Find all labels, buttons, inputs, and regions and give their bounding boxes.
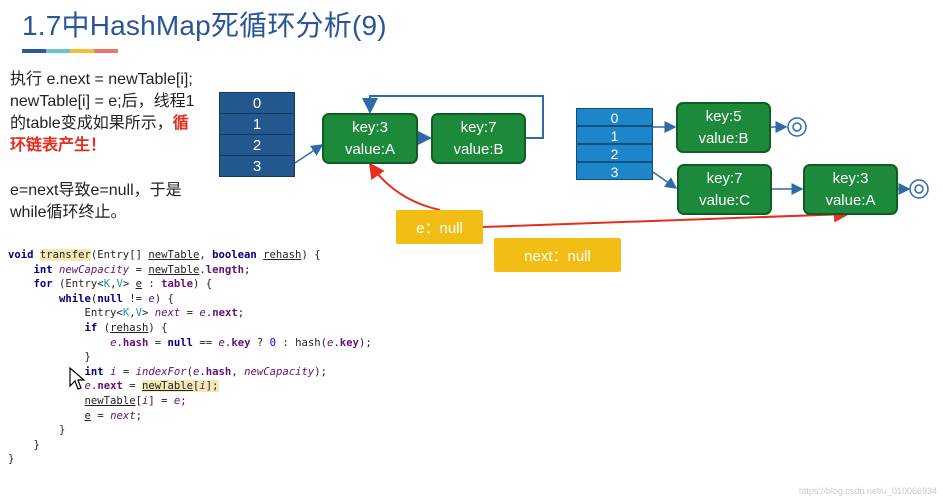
arrow-e-to-key3-right (482, 206, 850, 228)
table1-bucket-3: 3 (219, 155, 295, 177)
arrow-table1-to-key3 (294, 144, 324, 164)
null-terminator-icon-2 (909, 179, 929, 199)
desc-line-5: e=next导致e=null，于是 (10, 182, 182, 199)
code-line-3: for (Entry<K,V> e : table) { (33, 278, 213, 291)
code-line-12: e = next; (84, 409, 142, 422)
title-accent-bar-3 (70, 49, 94, 53)
node-key: key:3 (832, 169, 869, 187)
description-conclusion: e=next导致e=null，于是 while循环终止。 (10, 180, 220, 224)
table1-bucket-1: 1 (219, 113, 295, 135)
watermark: https://blog.csdn.net/u_010066934 (798, 486, 937, 496)
desc-line-6: while循环终止。 (10, 204, 127, 221)
node-key7-valueC: key:7 value:C (677, 164, 772, 215)
desc-line-3-prefix: 的table变成如果所示， (10, 115, 173, 132)
code-line-13: } (59, 424, 66, 437)
node-key3-valueA: key:3 value:A (322, 113, 418, 164)
node-key: key:7 (460, 118, 497, 136)
code-line-1: void transfer(Entry[] newTable, boolean … (8, 249, 321, 261)
code-line-15: } (8, 453, 15, 466)
description-text: 执行 e.next = newTable[i]; newTable[i] = e… (10, 69, 222, 157)
desc-line-1: 执行 e.next = newTable[i]; (10, 71, 193, 88)
code-line-14: } (33, 438, 40, 451)
code-line-2: int newCapacity = newTable.length; (33, 263, 251, 276)
desc-line-2: newTable[i] = e;后，线程1 (10, 93, 195, 110)
code-line-9: int i = indexFor(e.hash, newCapacity); (84, 365, 328, 378)
slide-title: 1.7中HashMap死循环分析(9) (22, 10, 387, 41)
node-value: value:A (344, 140, 396, 158)
mouse-cursor-icon (69, 366, 86, 390)
desc-line-3: 的table变成如果所示，循 (10, 113, 222, 135)
node-key3-valueA-right: key:3 value:A (803, 164, 898, 215)
table1-bucket-2: 2 (219, 134, 295, 156)
code-line-7: e.hash = null == e.key ? 0 : hash(e.key)… (110, 336, 372, 349)
null-terminator-icon-1 (787, 117, 807, 137)
title-accent-bar-4 (94, 49, 118, 53)
table2-bucket-2: 2 (576, 144, 653, 162)
table2-bucket-1: 1 (576, 126, 653, 144)
e-pointer-label: e：null (396, 210, 483, 244)
node-value: value:C (699, 191, 750, 209)
node-value: value:B (453, 140, 504, 158)
code-block: void transfer(Entry[] newTable, boolean … (8, 248, 372, 467)
code-line-4: while(null != e) { (59, 292, 174, 305)
table2-bucket-3: 3 (576, 162, 653, 180)
code-line-11: newTable[i] = e; (84, 394, 187, 407)
code-line-5: Entry<K,V> next = e.next; (84, 307, 245, 320)
table1-bucket-0: 0 (219, 92, 295, 114)
code-line-10: e.next = newTable[i]; (84, 380, 219, 393)
code-line-8: } (84, 351, 91, 364)
node-key: key:5 (705, 107, 742, 125)
node-key7-valueB: key:7 value:B (431, 113, 526, 164)
desc-line-3-red: 循 (172, 115, 189, 132)
arrow-key7-back-to-key3 (362, 95, 544, 139)
title-accent-bar-2 (46, 49, 70, 53)
node-value: value:B (698, 129, 749, 147)
node-key: key:7 (706, 169, 743, 187)
arrow-table2-to-key7 (652, 171, 678, 189)
next-pointer-label: next：null (494, 238, 621, 272)
code-line-6: if (rehash) { (84, 321, 168, 334)
node-value: value:A (825, 191, 876, 209)
arrow-e-to-key3 (368, 162, 441, 211)
table2-bucket-0: 0 (576, 108, 653, 126)
node-key: key:3 (352, 118, 388, 136)
node-key5-valueB: key:5 value:B (676, 102, 771, 153)
desc-line-4: 环链表产生！ (10, 137, 107, 154)
title-accent-bar-1 (22, 49, 46, 53)
